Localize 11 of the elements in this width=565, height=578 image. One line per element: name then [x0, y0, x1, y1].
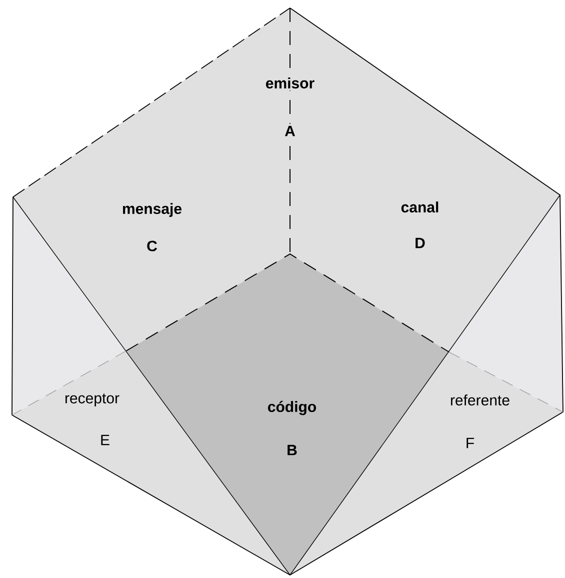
node-label: canal: [401, 201, 438, 213]
node-label: referente: [450, 394, 510, 406]
node-label: mensaje: [122, 203, 182, 217]
node-label: receptor: [65, 394, 120, 406]
cube-face: código B: [126, 254, 449, 575]
face-label: A: [282, 124, 298, 138]
node-label: C: [147, 240, 157, 252]
node-label: F: [466, 438, 474, 448]
node-label: E: [101, 434, 110, 446]
node-label: D: [416, 238, 425, 248]
face-label: emisor: [263, 76, 317, 90]
